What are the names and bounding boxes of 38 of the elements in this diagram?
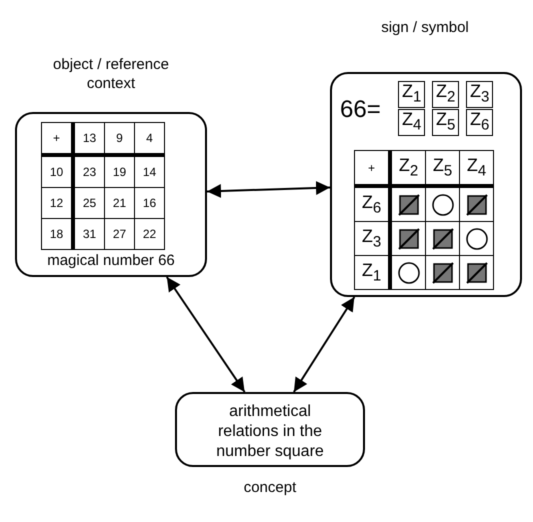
equation-text: 66= — [340, 96, 381, 124]
symbol-cell: + — [354, 150, 390, 186]
number-cell: 4 — [134, 122, 164, 155]
number-cell: 31 — [73, 218, 104, 250]
number-cell: 21 — [104, 188, 134, 218]
node-heading: sign / symbol — [380, 18, 470, 37]
symbol-cell: Z$_{4}$ — [460, 150, 494, 186]
number-cell: 27 — [104, 218, 134, 250]
number-cell: 10 — [42, 155, 73, 188]
symbol-cell: Z$_{5}$ — [426, 150, 460, 186]
node-text: arithmetical relations in the number square — [215, 402, 325, 462]
number-cell: 13 — [73, 122, 104, 155]
double-arrow — [166, 276, 246, 393]
node-heading: concept — [242, 478, 298, 497]
node-heading: object / reference context — [52, 55, 170, 93]
symbol-label: Z$_{1}$ — [398, 81, 426, 108]
number-cell: 9 — [104, 122, 134, 155]
double-arrow — [206, 181, 330, 198]
symbol-cell: Z$_{3}$ — [354, 222, 390, 256]
number-cell: 23 — [73, 155, 104, 188]
node-text: magical number 66 — [46, 252, 176, 269]
symbol-cell: Z$_{6}$ — [354, 186, 390, 222]
symbol-cell: Z$_{1}$ — [354, 256, 390, 290]
symbol-label: Z$_{2}$ — [432, 81, 460, 108]
number-cell: 22 — [134, 218, 164, 250]
number-cell: 18 — [42, 218, 73, 250]
symbol-label: Z$_{5}$ — [432, 109, 460, 136]
symbol-label: Z$_{4}$ — [398, 109, 426, 136]
double-arrow — [293, 296, 356, 393]
symbol-cell: Z$_{2}$ — [390, 150, 426, 186]
symbol-label: Z$_{3}$ — [466, 81, 494, 108]
symbol-label: Z$_{6}$ — [466, 109, 494, 136]
number-cell: 25 — [73, 188, 104, 218]
number-cell: + — [42, 122, 73, 155]
number-cell: 16 — [134, 188, 164, 218]
number-cell: 14 — [134, 155, 164, 188]
number-cell: 19 — [104, 155, 134, 188]
number-cell: 12 — [42, 188, 73, 218]
